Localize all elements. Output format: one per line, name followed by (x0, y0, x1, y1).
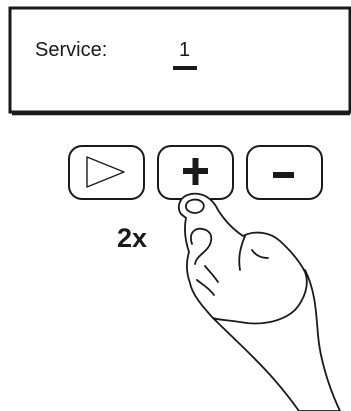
display-cursor (173, 66, 197, 70)
display-value: 1 (179, 39, 190, 61)
display-panel: Service: 1 (10, 8, 350, 114)
minus-icon (273, 172, 294, 178)
minus-button[interactable] (247, 146, 322, 199)
play-button[interactable] (69, 146, 144, 199)
display-label: Service: (35, 39, 107, 61)
pressing-hand-illustration (179, 194, 340, 411)
plus-button[interactable] (158, 146, 233, 199)
press-count-label: 2x (117, 223, 147, 253)
